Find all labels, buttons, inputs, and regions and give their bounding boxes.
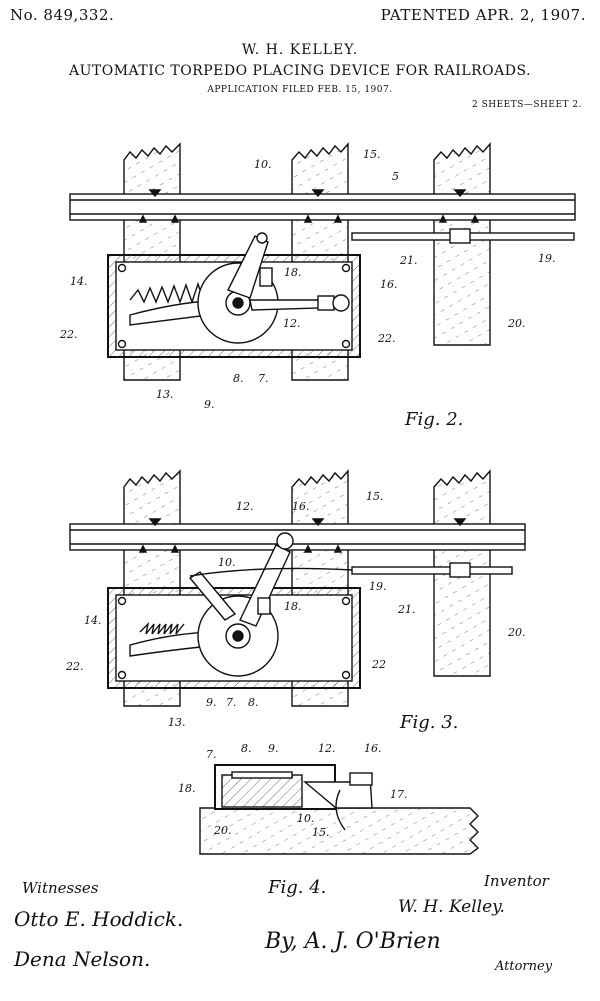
ref-label: 10. [254, 158, 272, 171]
ref-label: 19. [369, 580, 387, 593]
ref-label: 13. [168, 716, 186, 729]
attorney-signature: By, A. J. O'Brien [264, 929, 441, 954]
fig3-caption: Fig. 3. [399, 712, 458, 733]
ref-label: 20. [213, 824, 232, 837]
ref-label: 22. [377, 332, 396, 345]
figure-2 [70, 144, 575, 380]
ref-label: 21. [397, 603, 416, 616]
ref-label: 14. [84, 614, 102, 627]
ref-label: 22. [59, 328, 78, 341]
ref-label: 18. [178, 782, 196, 795]
ref-label: 17. [390, 788, 408, 801]
ref-label: 20. [507, 626, 526, 639]
attorney-label: Attorney [494, 959, 553, 974]
ref-label: 9. [268, 742, 279, 755]
witness-1-signature: Otto E. Hoddick. [14, 907, 183, 931]
ref-label: 19. [538, 252, 556, 265]
ref-label: 16. [364, 742, 382, 755]
ref-label: 8. [241, 742, 252, 755]
ref-label: 9. [204, 398, 215, 411]
ref-label: 8. [248, 696, 259, 709]
ref-label: 10. [218, 556, 236, 569]
ref-label: 15. [363, 148, 381, 161]
ref-label: 15. [366, 490, 384, 503]
ref-label: 22. [65, 660, 84, 673]
ref-label: 18. [284, 600, 302, 613]
ref-label: 15. [312, 826, 330, 839]
witnesses-label: Witnesses [22, 879, 99, 897]
fig2-rail [70, 190, 575, 222]
ref-label: 8. [233, 372, 244, 385]
ref-label: 7. [206, 748, 217, 761]
ref-label: 13. [156, 388, 174, 401]
ref-label: 21. [399, 254, 418, 267]
ref-label: 16. [292, 500, 310, 513]
ref-label: 18. [284, 266, 302, 279]
inventor-signature: W. H. Kelley. [398, 897, 505, 917]
ref-label: 14. [70, 275, 88, 288]
fig3-rail [70, 519, 525, 552]
ref-label: 9. [206, 696, 217, 709]
fig4-caption: Fig. 4. [267, 877, 326, 898]
ref-label: 7. [258, 372, 269, 385]
fig2-caption: Fig. 2. [404, 409, 463, 430]
ref-label: 12. [283, 317, 301, 330]
ref-label: 7. [226, 696, 237, 709]
ref-label: 20. [507, 317, 526, 330]
ref-label: 12. [236, 500, 254, 513]
witness-2-signature: Dena Nelson. [13, 947, 150, 971]
ref-label: 5 [392, 170, 399, 183]
ref-label: 10. [297, 812, 315, 825]
ref-label: 22 [371, 658, 386, 671]
ref-label: 16. [380, 278, 398, 291]
figure-4 [200, 765, 478, 854]
inventor-label: Inventor [483, 872, 550, 890]
ref-label: 12. [318, 742, 336, 755]
